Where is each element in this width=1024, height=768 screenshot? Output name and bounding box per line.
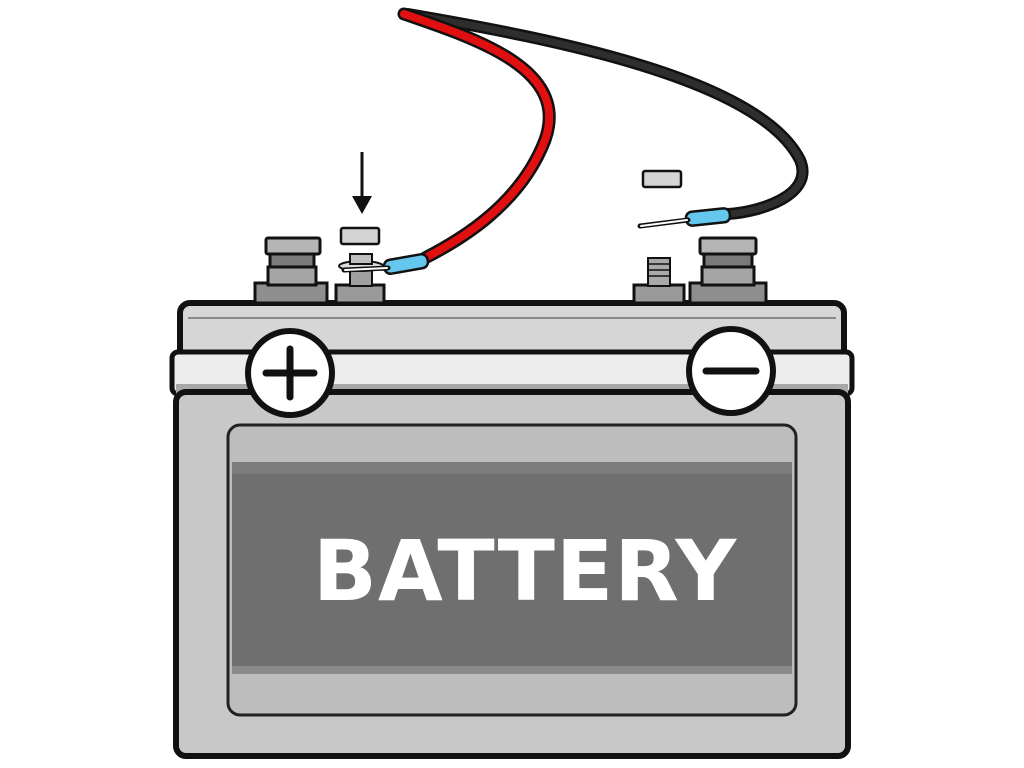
label-panel-top-band [232,462,792,474]
negative-terminal-bolt [632,257,686,305]
negative-nut [641,169,683,189]
black-wire [402,8,809,229]
battery-label: BATTERY [313,522,738,620]
label-panel [232,462,792,672]
arrow-down-icon [352,152,372,214]
plus-icon [262,345,318,401]
positive-terminal-post [253,236,329,305]
positive-terminal-bolt [334,253,386,305]
positive-symbol [245,328,335,418]
battery-body: BATTERY [169,300,855,759]
label-panel-bottom-band [232,666,792,674]
positive-nut [339,226,381,246]
red-wire [341,7,556,276]
negative-symbol [686,326,776,416]
negative-terminal-post [688,236,768,305]
